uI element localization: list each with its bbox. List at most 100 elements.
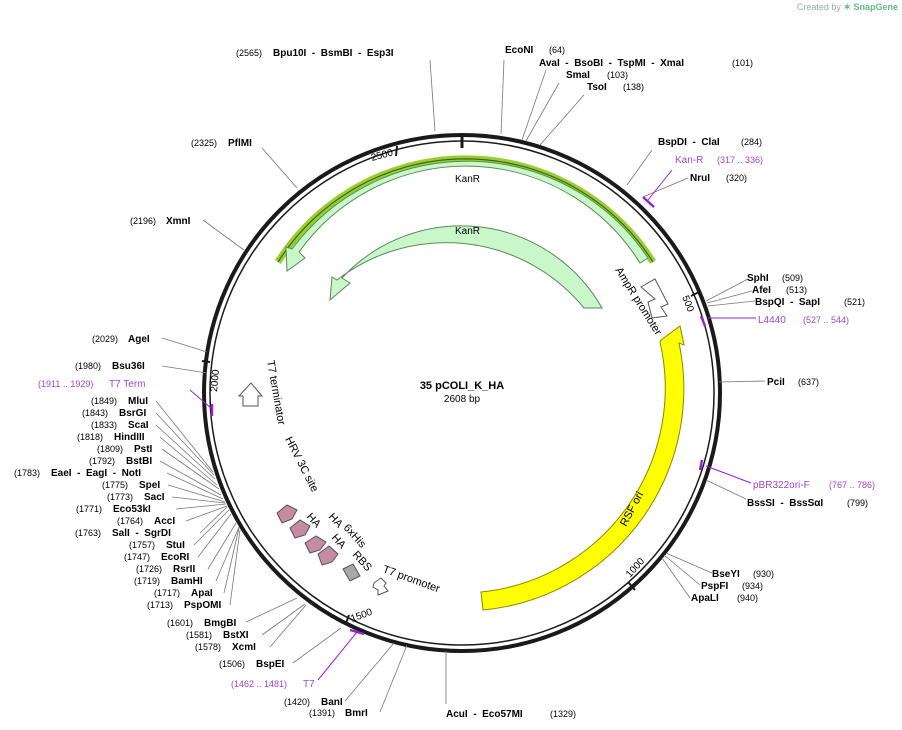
primer-leader-t7: [317, 631, 358, 681]
site-pos-apali: (940): [737, 593, 758, 603]
site-pos-saci: (1773): [107, 492, 133, 502]
leader-afei: [706, 290, 753, 304]
site-pos-ecori: (1747): [124, 552, 150, 562]
site-name-apali: ApaLI: [691, 593, 719, 604]
site-pos-pspomi: (1713): [147, 600, 173, 610]
leader-scai: [155, 424, 216, 480]
site-name-sali: SalI - SgrDI: [112, 528, 171, 539]
leader-pcii: [718, 380, 766, 383]
leader-sphi: [705, 278, 749, 302]
kanr-inner-arrow: [329, 225, 603, 309]
primer-leader-kanr: [647, 169, 673, 201]
site-pos-bpu10i: (2565): [236, 48, 262, 58]
leader-stui: [193, 509, 230, 546]
credit-prefix: Created by: [796, 2, 841, 12]
leader-pflmi: [261, 147, 298, 189]
leader-mlui: [155, 400, 214, 473]
site-pos-bamhi: (1719): [134, 576, 160, 586]
site-name-pcii: PciI: [767, 377, 785, 388]
leader-pspomi: [229, 529, 241, 606]
site-pos-bstxi: (1581): [186, 630, 212, 640]
primer-range-kanr: (317 .. 336): [717, 155, 763, 165]
site-pos-eaei: (1783): [14, 468, 40, 478]
site-pos-eco53ki: (1771): [76, 504, 102, 514]
site-pos-hindiii: (1818): [77, 432, 103, 442]
primer-range-t7term: (1911 .. 1929): [38, 379, 93, 389]
primer-marks: [210, 196, 707, 636]
site-name-bmri: BmrI: [345, 708, 368, 719]
leader-bseyi: [665, 552, 713, 574]
leader-smai: [525, 82, 560, 142]
site-pos-xcmi: (1578): [195, 642, 221, 652]
leader-apai: [223, 527, 240, 594]
site-name-spei: SpeI: [139, 480, 160, 491]
site-name-bsu36i: Bsu36I: [112, 361, 145, 372]
site-pos-sali: (1763): [75, 528, 101, 538]
site-pos-bmgbi: (1601): [167, 618, 193, 628]
hrv-site-label: HRV 3C site: [282, 435, 320, 494]
site-name-acui: AcuI - Eco57MI: [446, 709, 523, 720]
primer-name-l4440: L4440: [758, 315, 786, 326]
site-pos-bani: (1420): [284, 697, 310, 707]
site-name-rsrii: RsrII: [173, 564, 195, 575]
site-labels: (2565) Bpu10I - BsmBI - Esp3I EcoNI (64)…: [14, 45, 868, 720]
site-name-bpu10i: Bpu10I - BsmBI - Esp3I: [273, 48, 394, 59]
primer-leader-pbr322: [705, 465, 752, 484]
leader-bani: [344, 642, 395, 702]
t7-promoter-label: T7 promoter: [381, 564, 442, 596]
site-pos-acui: (1329): [550, 709, 576, 719]
site-name-apai: ApaI: [191, 588, 213, 599]
primer-name-kanr: Kan-R: [675, 155, 703, 166]
site-pos-spei: (1775): [102, 480, 128, 490]
primer-name-t7: T7: [303, 679, 315, 690]
tick-2500-mark: [395, 145, 398, 157]
site-name-bamhi: BamHI: [171, 576, 203, 587]
site-name-eaei: EaeI - EagI - NotI: [51, 468, 141, 479]
site-pos-xmni: (2196): [130, 216, 156, 226]
site-name-xmni: XmnI: [166, 216, 191, 227]
his-tag-arrow: [317, 545, 339, 566]
t7-terminator-label: T7 terminator: [264, 359, 287, 426]
plasmid-name: 35 pCOLI_K_HA: [420, 380, 504, 392]
rsf-ori-arrow: [480, 325, 685, 611]
credit-brand: SnapGene: [853, 2, 898, 12]
site-name-bstbi: BstBI: [126, 456, 152, 467]
site-name-econi: EcoNI: [505, 45, 534, 56]
leader-nrui: [642, 177, 689, 198]
leader-bstxi: [261, 603, 306, 636]
site-pos-pspfi: (934): [742, 581, 763, 591]
site-pos-rsrii: (1726): [136, 564, 162, 574]
site-name-tsoi: TsoI: [587, 82, 607, 93]
tick-500-mark: [690, 290, 702, 297]
site-name-bsrgi: BsrGI: [119, 408, 146, 419]
primer-range-t7: (1462 .. 1481): [231, 679, 287, 689]
site-name-aval: AvaI - BsoBI - TspMI - XmaI: [539, 58, 684, 69]
site-pos-agei: (2029): [92, 334, 118, 344]
site-name-psti: PstI: [134, 444, 153, 455]
ha-tag-2-arrow: [289, 519, 311, 539]
site-pos-pflmi: (2325): [191, 138, 217, 148]
ha-tag-3-arrow: [304, 535, 327, 554]
plasmid-length: 2608 bp: [444, 394, 481, 405]
leader-eaei: [166, 472, 224, 500]
primer-mark-t7: [349, 628, 365, 636]
leader-hindiii: [159, 436, 218, 486]
site-pos-pcii: (637): [798, 377, 819, 387]
primer-mark-kanr: [642, 196, 655, 208]
site-pos-stui: (1757): [129, 540, 155, 550]
snapgene-logo-icon: ✶: [843, 2, 851, 12]
primer-leader-t7term: [189, 389, 212, 409]
leader-tsoi: [539, 94, 585, 146]
leader-pspfi: [663, 554, 701, 586]
site-name-sphi: SphI: [747, 273, 769, 284]
site-name-agei: AgeI: [128, 334, 150, 345]
leader-bsssi: [705, 479, 747, 500]
site-pos-bspqi: (521): [844, 297, 865, 307]
site-name-pspomi: PspOMI: [184, 600, 221, 611]
kanr-outer-label: KanR: [455, 174, 480, 185]
leader-sali: [199, 506, 228, 534]
site-pos-bsrgi: (1843): [82, 408, 108, 418]
leader-bsrgi: [155, 412, 215, 476]
leader-econi: [500, 59, 505, 135]
site-pos-scai: (1833): [91, 420, 117, 430]
